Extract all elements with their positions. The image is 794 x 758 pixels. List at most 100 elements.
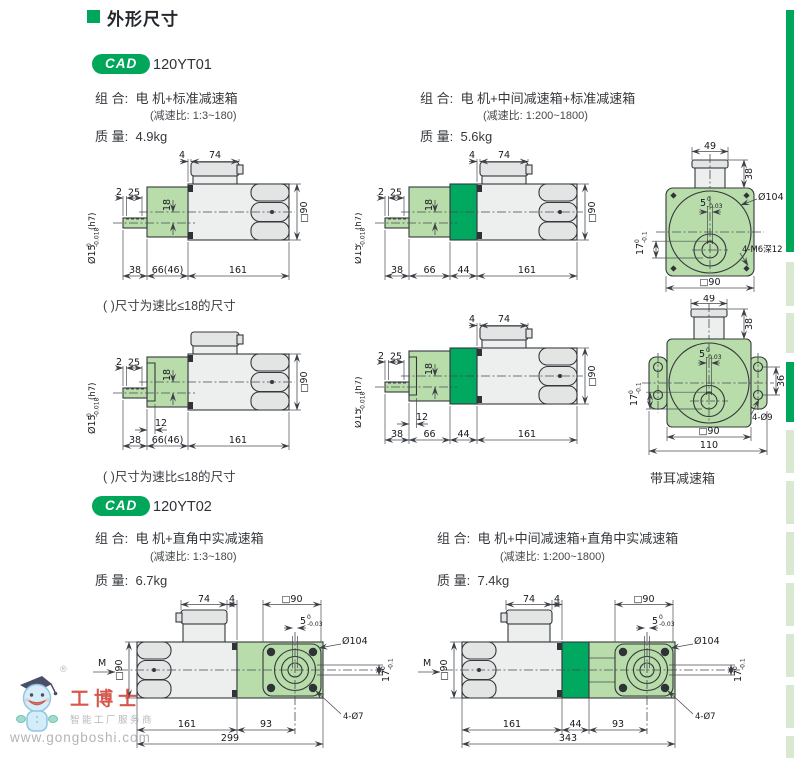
- page-edge-tab: [786, 313, 794, 353]
- dim-label: 5: [300, 616, 306, 627]
- dim-label: 2: [378, 187, 384, 198]
- dim-label: 161: [229, 265, 247, 276]
- svg-text:(h7): (h7): [88, 213, 98, 230]
- svg-text:0: 0: [355, 243, 359, 247]
- page-edge-tab: [786, 362, 794, 422]
- svg-text:Ø15: Ø15: [87, 414, 98, 434]
- dim-label: 18: [424, 363, 435, 375]
- dim-label: □90: [439, 659, 450, 680]
- svg-text:0: 0: [659, 614, 663, 621]
- dim-label: 2: [116, 357, 122, 368]
- dim-label: 2: [378, 351, 384, 362]
- key-height-label: 17 0 -0.1: [628, 382, 643, 406]
- svg-text:17: 17: [381, 670, 392, 682]
- terminal-box: [479, 161, 533, 187]
- dim-label: 25: [128, 358, 140, 369]
- svg-text:Ø15: Ø15: [87, 244, 98, 264]
- cad-badge[interactable]: CAD: [92, 496, 151, 516]
- svg-text:0: 0: [732, 666, 739, 670]
- combo-value: 电 机+直角中实减速箱: [135, 531, 264, 546]
- registered-mark: ®: [60, 664, 67, 674]
- dim-label: 5: [652, 616, 658, 627]
- cad-badge-label[interactable]: CAD: [92, 54, 151, 74]
- dim-label: Ø104: [758, 192, 784, 203]
- dimensions: 4 74 Ø15 0 -0.018 (h7) 2 25 18 □90: [355, 150, 598, 280]
- ratio-note: (减速比: 1:3~180): [150, 551, 237, 563]
- svg-text:-0.1: -0.1: [740, 658, 747, 670]
- ratio-dimension-note: ( )尺寸为速比≤18的尺寸: [103, 470, 236, 484]
- dim-label: 74: [498, 150, 510, 161]
- dim-label: 36: [776, 375, 787, 387]
- combo-label: 组 合:: [437, 531, 471, 546]
- svg-text:Ø15: Ø15: [355, 408, 364, 428]
- ratio-note: (减速比: 1:200~1800): [500, 551, 605, 563]
- eared-gearbox-caption: 带耳减速箱: [650, 471, 716, 486]
- dimensions: 74 4 □90 5 0 -0.03 M □90 Ø104 17 0: [418, 594, 747, 748]
- page-edge-tab: [786, 685, 794, 728]
- dim-label: 4-M6深12: [742, 245, 783, 255]
- page-edge-tab: [786, 481, 794, 524]
- terminal-box: [500, 609, 553, 643]
- drawing-top-right-angle: 74 4 □90 5 0 -0.03 M □90 Ø104 17 0: [93, 594, 395, 748]
- page-edge-tab: [786, 10, 794, 252]
- mass-label: 质 量:: [95, 573, 129, 588]
- dim-label: 4: [229, 594, 235, 605]
- watermark-url: www.gongboshi.com: [10, 730, 151, 745]
- dim-label: 38: [129, 435, 141, 446]
- terminal-box: [190, 331, 244, 357]
- svg-text:-0.018: -0.018: [94, 397, 101, 417]
- combo-value: 电 机+中间减速箱+标准减速箱: [460, 91, 636, 106]
- dim-label: 18: [162, 369, 173, 381]
- dim-label: 66(46): [152, 265, 184, 276]
- svg-text:-0.03: -0.03: [307, 621, 323, 628]
- section-bullet: [87, 10, 100, 23]
- svg-text:0: 0: [380, 666, 387, 670]
- watermark-tagline: 智能工厂服务商: [70, 715, 155, 726]
- cad-badge-label[interactable]: CAD: [92, 496, 151, 516]
- right-angle-gearbox: [236, 636, 324, 699]
- mass-value: 6.7kg: [135, 573, 168, 588]
- drawing-side-intermediate: 4 74 Ø15 0 -0.018 (h7) 2 25 18 □90: [355, 150, 598, 280]
- dim-label: 18: [162, 199, 173, 211]
- ratio-note: (减速比: 1:3~180): [150, 110, 237, 122]
- shaft-dim-label: Ø15 0 -0.018 (h7): [86, 213, 101, 264]
- dim-label: 5: [699, 349, 705, 360]
- svg-text:-0.03: -0.03: [707, 203, 723, 210]
- page-edge-tab: [786, 262, 794, 306]
- dim-label: □90: [699, 277, 720, 288]
- terminal-box: [175, 609, 228, 643]
- dim-label: □90: [587, 365, 598, 386]
- dim-label: 25: [128, 188, 140, 199]
- dim-label: 161: [518, 429, 536, 440]
- key-height-label: 17 0 -0.1: [732, 658, 747, 682]
- dim-label: 4: [469, 150, 475, 161]
- mass-row: 质 量: 7.4kg: [437, 570, 509, 589]
- dimensions: Ø15 0 -0.018 (h7) 2 25 18 12 □90: [86, 353, 310, 450]
- dim-label: 74: [498, 314, 510, 325]
- dim-label: 4: [469, 314, 475, 325]
- page-title: 外形尺寸: [107, 10, 179, 29]
- dim-label: □90: [633, 594, 654, 605]
- dim-label: □90: [587, 201, 598, 222]
- dim-label: 74: [198, 594, 210, 605]
- svg-text:17: 17: [629, 394, 640, 406]
- combo-row: 组 合: 电 机+直角中实减速箱: [95, 528, 264, 547]
- dim-label: 93: [260, 719, 272, 730]
- dim-label: 161: [518, 265, 536, 276]
- dimensions: 49 38 5 0 -0.03 17 0 -0.1 Ø104 4-M6深12: [634, 142, 784, 292]
- svg-text:17: 17: [635, 243, 646, 255]
- dim-label: □90: [299, 371, 310, 392]
- dim-label: 38: [391, 265, 403, 276]
- page-edge-tab: [786, 634, 794, 677]
- svg-text:-0.1: -0.1: [388, 658, 395, 670]
- dim-label: 38: [744, 318, 755, 330]
- right-angle-gearbox: [588, 636, 676, 699]
- watermark-name: 工博士: [70, 689, 143, 710]
- mass-row: 质 量: 5.6kg: [420, 126, 492, 145]
- cad-badge[interactable]: CAD: [92, 54, 151, 74]
- ratio-note: (减速比: 1:200~1800): [483, 110, 588, 122]
- dim-label: 38: [744, 168, 755, 180]
- mass-row: 质 量: 6.7kg: [95, 570, 167, 589]
- dim-label: 18: [424, 199, 435, 211]
- drawing-flange-front: 49 38 5 0 -0.03 17 0 -0.1 Ø104 4-M6深12: [634, 142, 784, 292]
